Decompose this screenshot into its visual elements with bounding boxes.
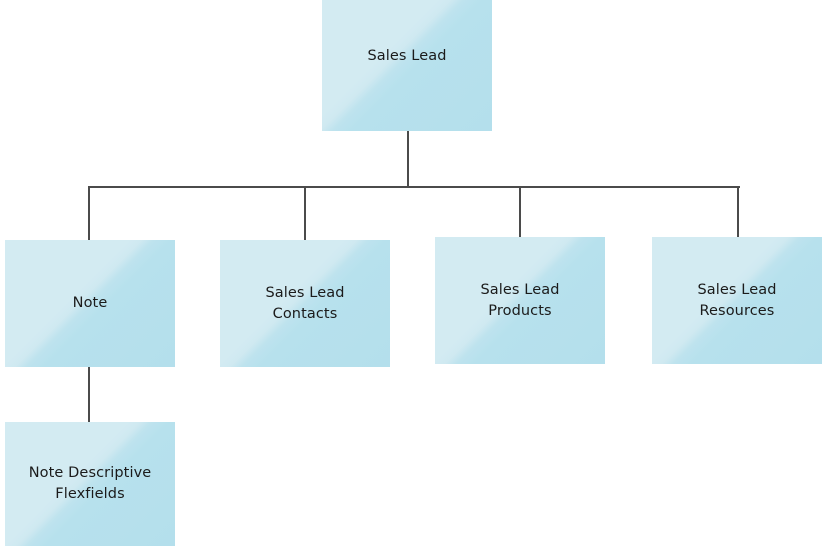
node-note[interactable]: Note [5,240,175,367]
node-sales-lead-resources-label: Sales Lead Resources [697,281,777,319]
connector-drop-note [88,186,90,242]
node-note-descriptive-flexfields-label: Note Descriptive Flexfields [28,465,152,502]
connector-note-to-note-descriptive-flexfields [88,367,90,423]
node-note-descriptive-flexfields[interactable]: Note Descriptive Flexfields [5,422,175,546]
node-sales-lead[interactable]: Sales Lead [322,0,492,131]
node-sales-lead-contacts[interactable]: Sales Lead Contacts [220,240,390,367]
node-sales-lead-products[interactable]: Sales Lead Products [435,237,605,364]
node-sales-lead-products-label: Sales Lead Products [480,281,560,319]
connector-drop-sales-lead-products [519,186,521,239]
connector-root-stem [407,131,409,188]
connector-horizontal-bus [88,186,740,188]
connector-drop-sales-lead-contacts [304,186,306,243]
node-note-label: Note [72,295,108,311]
node-sales-lead-label: Sales Lead [367,48,447,64]
connector-drop-sales-lead-resources [737,186,739,239]
node-sales-lead-resources[interactable]: Sales Lead Resources [652,237,822,364]
node-sales-lead-contacts-label: Sales Lead Contacts [265,284,345,322]
